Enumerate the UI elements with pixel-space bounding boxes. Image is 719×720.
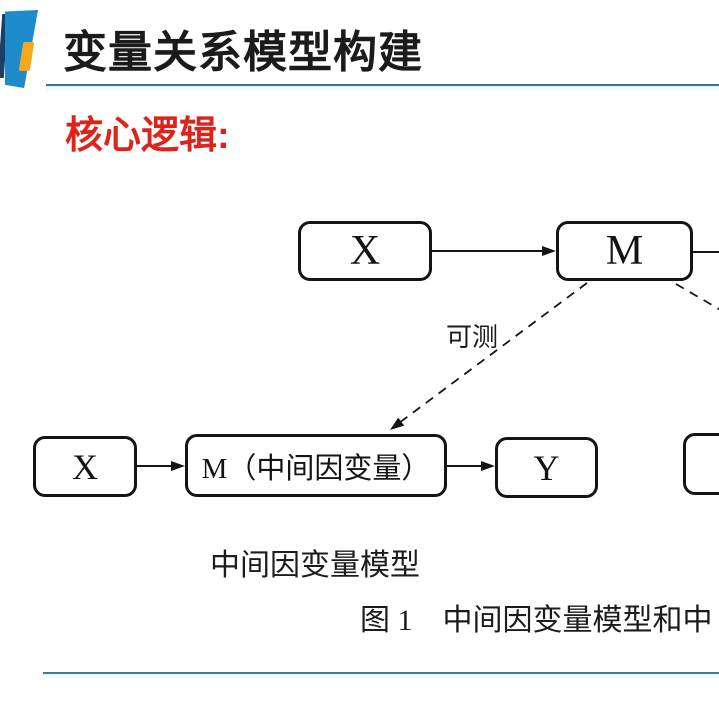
node-bottom-partial xyxy=(683,433,719,495)
arrowhead-dashed-icon xyxy=(390,417,405,430)
dashed-edge-m-to-bottom-m xyxy=(398,282,588,424)
arrowhead-bot-m-to-y-icon xyxy=(481,461,495,471)
section-heading: 核心逻辑: xyxy=(65,115,230,157)
node-top-x-label: X xyxy=(349,228,381,274)
header-divider xyxy=(46,84,719,92)
arrowhead-bot-x-to-m-icon xyxy=(171,461,185,471)
figure-caption: 图 1 中间因变量模型和中 xyxy=(360,604,713,637)
node-top-x: X xyxy=(298,221,432,281)
node-bottom-m: M（中间因变量） xyxy=(185,434,447,497)
node-top-m: M xyxy=(556,221,693,281)
footer-divider xyxy=(43,672,719,680)
node-bottom-y: Y xyxy=(495,437,598,498)
arrowhead-top-x-to-m-icon xyxy=(542,246,556,256)
dashed-edge-m-to-right xyxy=(675,283,719,311)
brand-logo-icon xyxy=(0,8,44,92)
node-bottom-m-label: M（中间因变量） xyxy=(201,452,431,485)
page-title: 变量关系模型构建 xyxy=(63,28,423,77)
node-bottom-x-label: X xyxy=(72,446,98,487)
node-bottom-y-label: Y xyxy=(533,447,560,488)
node-top-m-label: M xyxy=(605,228,644,274)
model-name-label: 中间因变量模型 xyxy=(210,549,420,582)
node-bottom-x: X xyxy=(33,436,137,497)
dashed-edge-label: 可测 xyxy=(446,323,499,352)
